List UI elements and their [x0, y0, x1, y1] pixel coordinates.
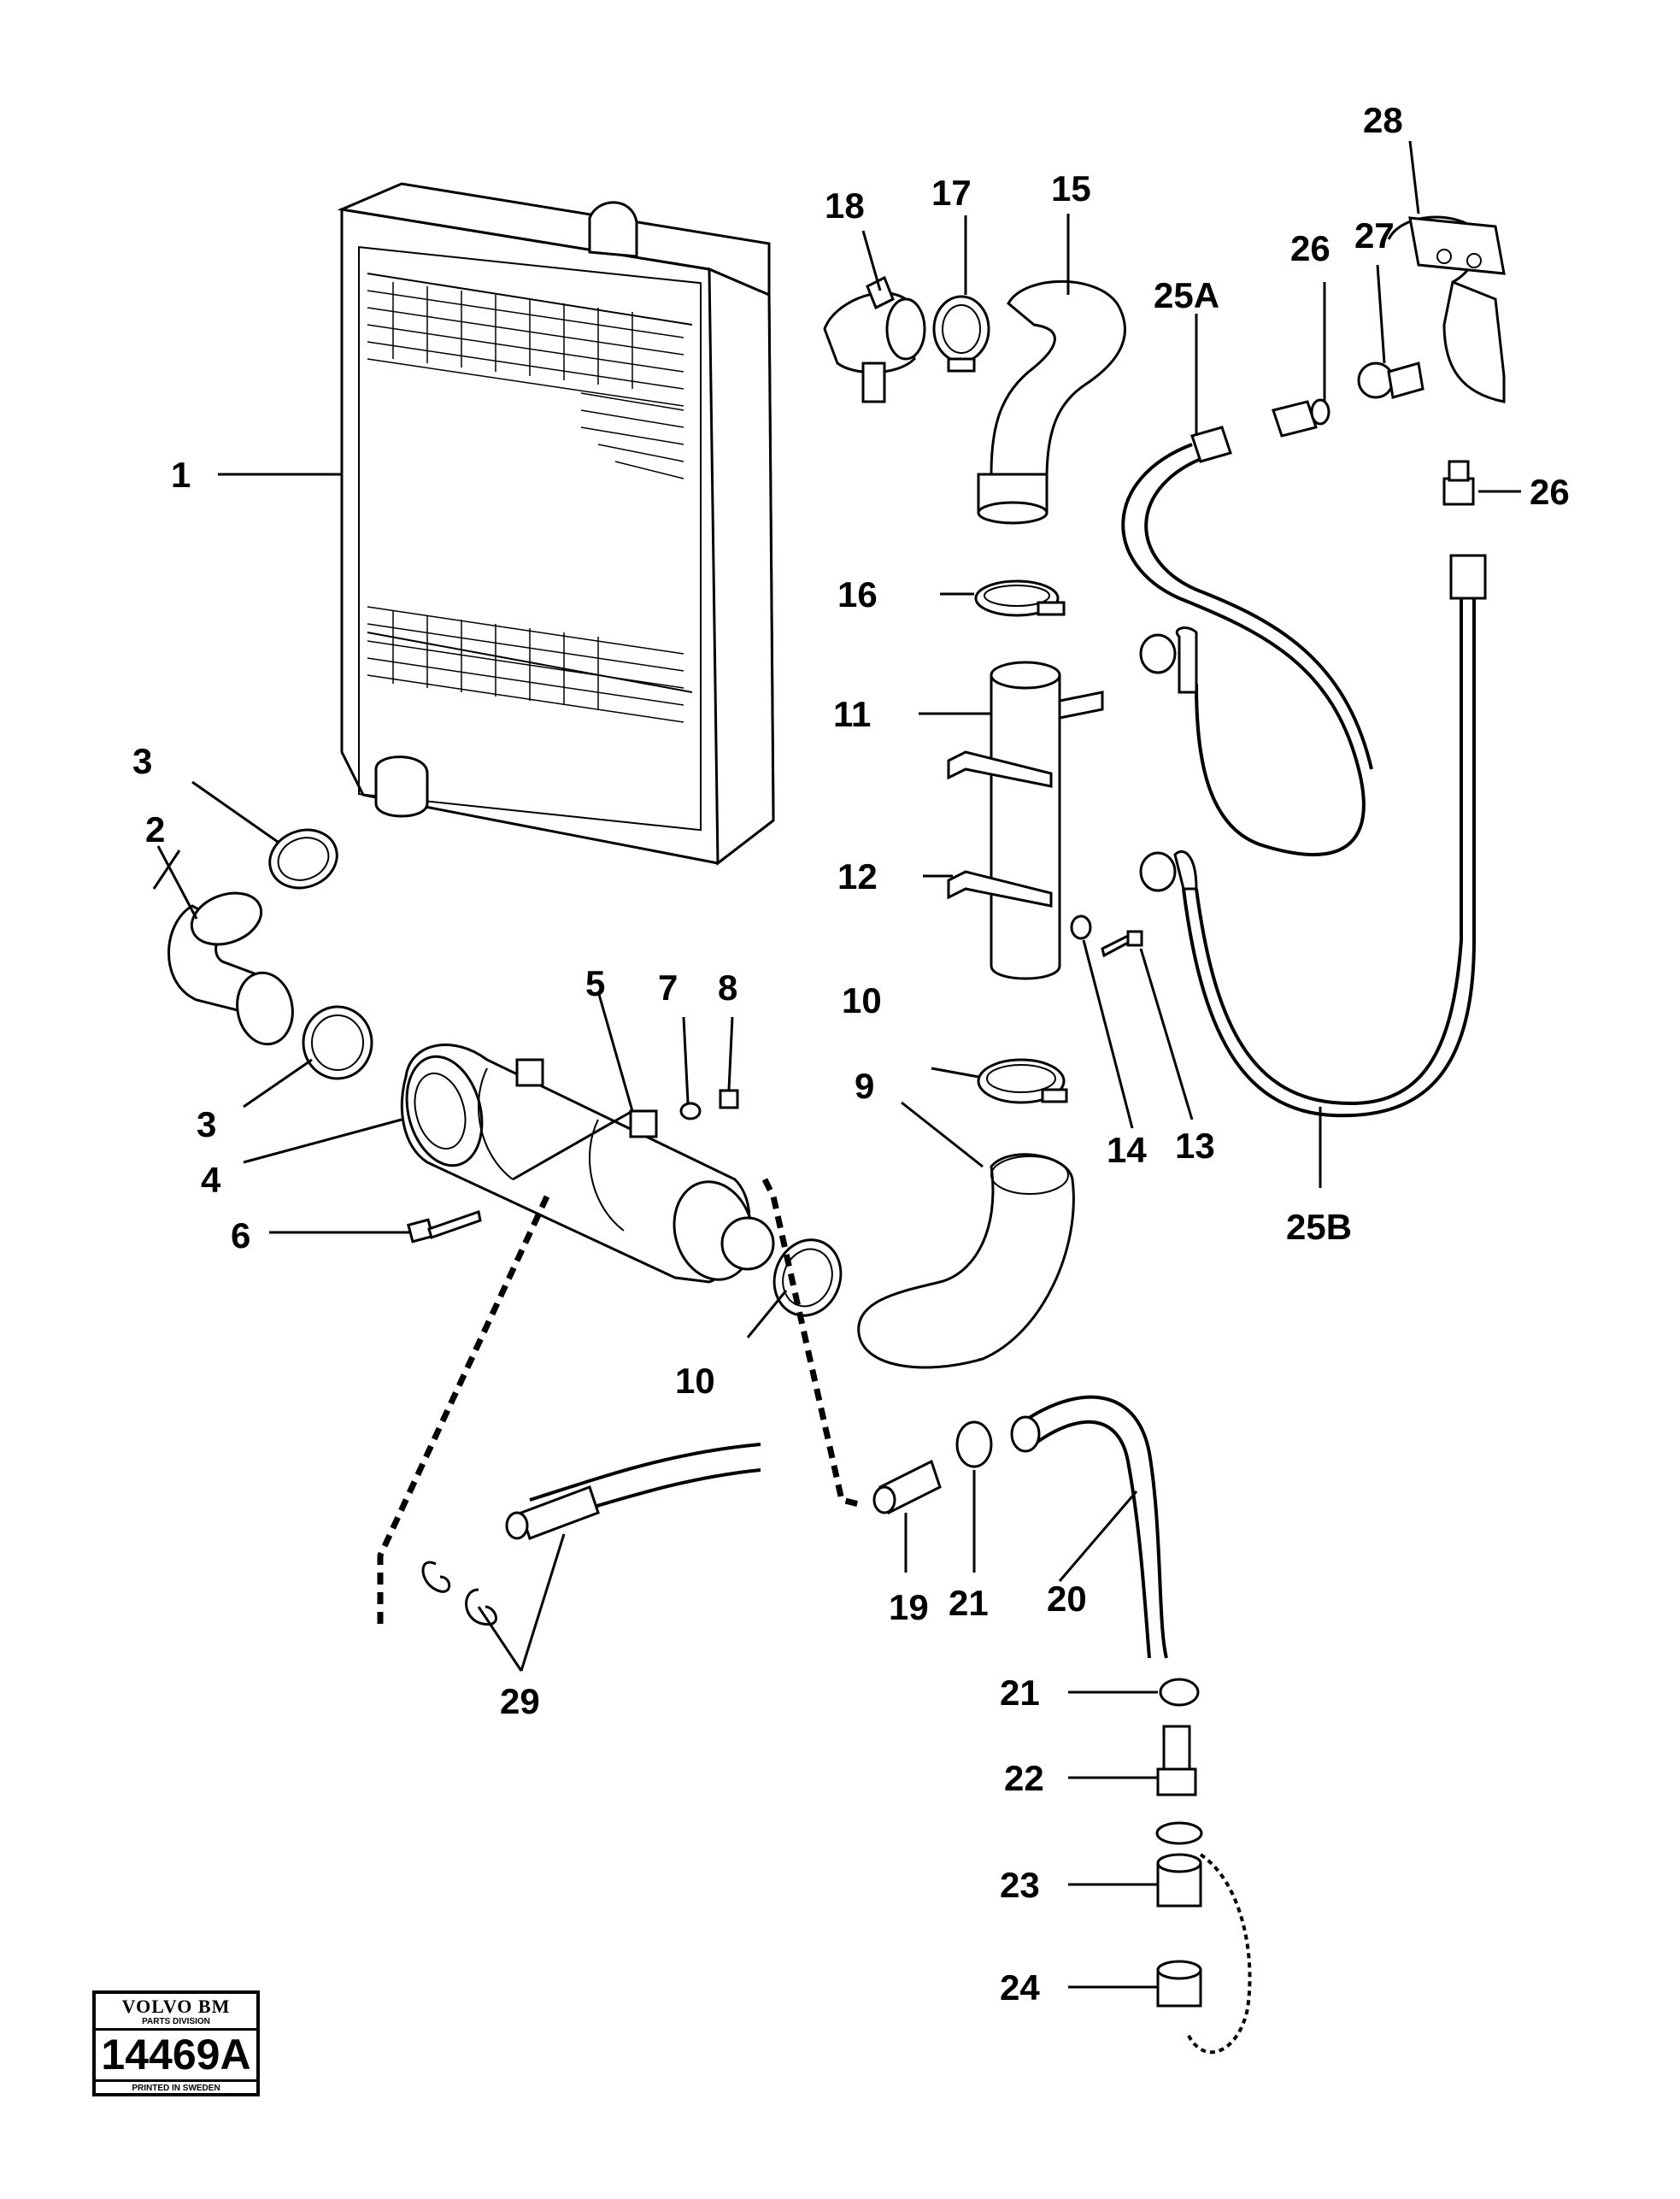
radiator-core-grid [367, 282, 684, 723]
label-part-28: 28 [1363, 100, 1403, 140]
label-part-10-upper: 10 [842, 980, 882, 1020]
label-part-19: 19 [889, 1587, 929, 1627]
radiator [337, 182, 775, 867]
label-part-21-upper: 21 [949, 1583, 989, 1623]
hose-clamp-part-21-upper [955, 1420, 993, 1468]
label-part-8: 8 [718, 967, 737, 1008]
label-part-17: 17 [931, 173, 972, 213]
hose-clamp-part-16 [974, 579, 1066, 617]
label-part-12: 12 [837, 856, 878, 897]
label-part-4: 4 [201, 1160, 221, 1200]
stamp-brand: VOLVO BM [121, 1996, 231, 2017]
heater-hose-part-25a [1121, 426, 1373, 856]
hose-clamp-part-10-lower [772, 1238, 843, 1317]
hose-clamp-part-3-lower [302, 1005, 373, 1080]
label-part-7: 7 [658, 967, 678, 1008]
washer-part-7 [679, 1102, 702, 1120]
bolt-part-13 [1101, 930, 1143, 958]
cable-part-29 [421, 1443, 761, 1626]
washer-part-14 [1070, 914, 1092, 940]
hose-elbow-part-2 [167, 891, 294, 1046]
label-part-9: 9 [855, 1066, 874, 1106]
fitting-part-26-right [1442, 460, 1475, 506]
label-part-25b: 25B [1286, 1207, 1352, 1247]
label-part-10-lower: 10 [675, 1361, 715, 1401]
drain-hose-part-20 [1010, 1395, 1168, 1659]
pipe-bracket-part-12 [947, 750, 1053, 908]
label-part-26-right: 26 [1530, 472, 1570, 512]
label-part-25a: 25A [1154, 275, 1219, 315]
part-labels: 1 2 3 3 4 5 6 7 8 9 10 10 11 12 13 14 15… [132, 100, 1570, 2008]
label-part-29: 29 [500, 1681, 540, 1721]
stamp-printed-in: PRINTED IN SWEDEN [96, 2079, 256, 2093]
heater-hose-part-25b [1139, 554, 1487, 1118]
thermostat-housing-part-18 [823, 275, 926, 403]
dashed-line-left [377, 1195, 550, 1624]
label-part-3-upper: 3 [132, 741, 152, 781]
label-part-20: 20 [1047, 1579, 1087, 1619]
label-part-3-lower: 3 [197, 1104, 216, 1144]
label-part-27: 27 [1354, 215, 1395, 256]
label-part-18: 18 [825, 185, 865, 226]
label-part-15: 15 [1051, 168, 1091, 209]
nut-part-8 [719, 1089, 739, 1109]
label-part-26-upper: 26 [1290, 228, 1330, 268]
hose-clamp-part-17 [932, 295, 990, 373]
label-part-23: 23 [1000, 1865, 1040, 1905]
hose-part-9 [857, 1153, 1075, 1369]
hose-clamp-part-10-upper [977, 1058, 1068, 1104]
bolt-part-6 [406, 1210, 482, 1244]
label-part-1: 1 [171, 455, 191, 495]
label-part-16: 16 [837, 574, 878, 614]
volvo-bm-parts-stamp: VOLVO BM PARTS DIVISION 14469A PRINTED I… [92, 1990, 260, 2096]
stamp-division: PARTS DIVISION [96, 2017, 256, 2031]
hose-clamp-part-21-lower [1159, 1678, 1200, 1707]
hose-clamp-part-3-upper [268, 828, 338, 890]
dashed-line-right [761, 1178, 860, 1508]
label-part-5: 5 [585, 963, 605, 1003]
cap-part-24 [1156, 1853, 1252, 2055]
label-part-21-lower: 21 [1000, 1673, 1040, 1713]
label-part-22: 22 [1004, 1758, 1044, 1798]
label-part-2: 2 [145, 809, 165, 850]
drain-tap-part-19 [872, 1459, 942, 1515]
hose-part-15 [977, 279, 1126, 525]
leader-lines [152, 140, 1521, 1989]
label-part-6: 6 [231, 1215, 250, 1255]
label-part-13: 13 [1175, 1126, 1215, 1166]
label-part-14: 14 [1107, 1130, 1147, 1170]
fitting-part-26-upper [1272, 398, 1330, 438]
coupling-part-23 [1155, 1821, 1203, 1908]
label-part-24: 24 [1000, 1967, 1040, 2008]
nipple-part-22 [1156, 1725, 1197, 1796]
label-part-11: 11 [833, 694, 871, 734]
valve-part-28 [1387, 215, 1506, 403]
stamp-diagram-number: 14469A [101, 2031, 251, 2078]
elbow-fitting-part-27 [1357, 362, 1424, 399]
oil-cooler-part-4 [400, 1044, 775, 1284]
